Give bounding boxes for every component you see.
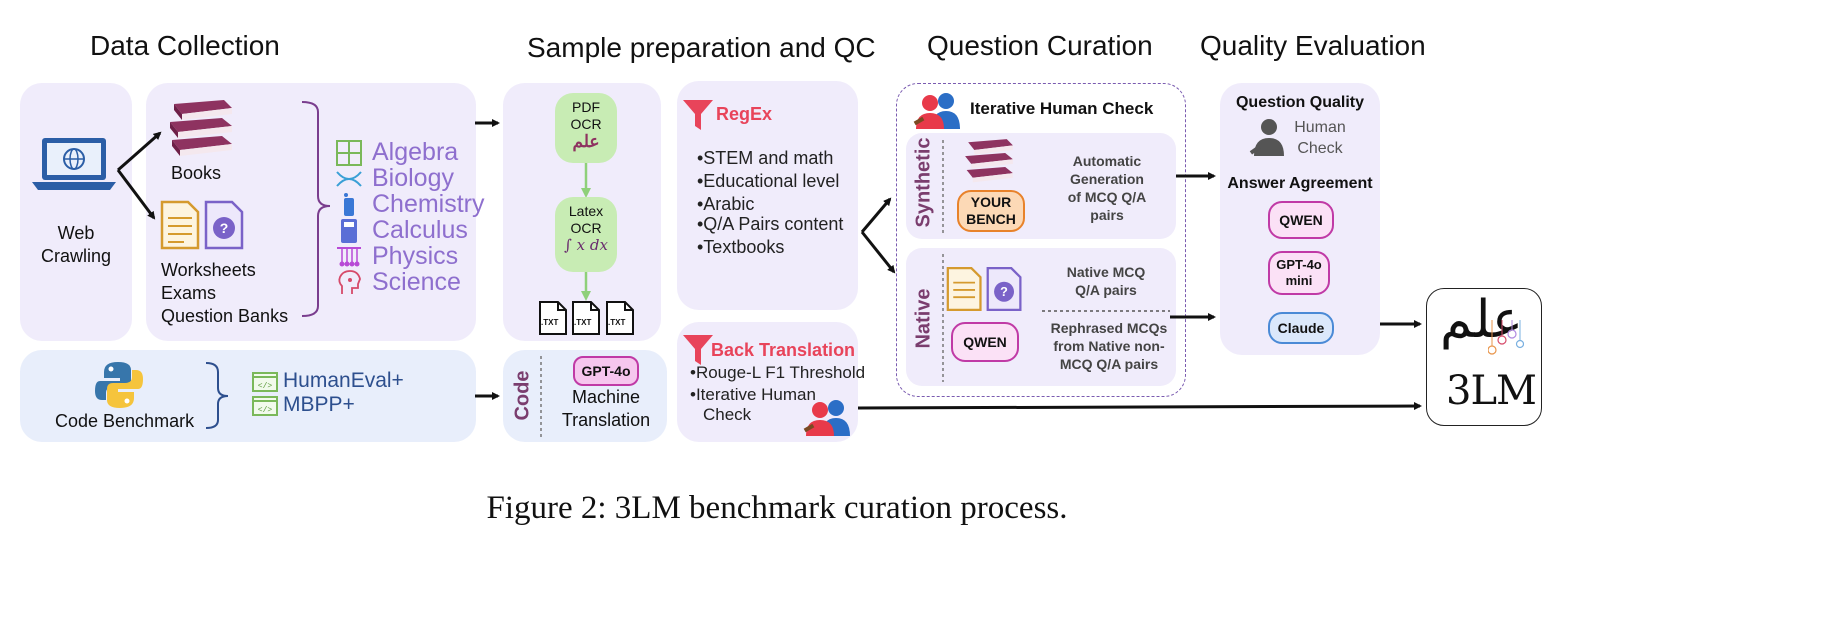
arabic-glyph: علم <box>572 132 600 151</box>
regex-panel <box>677 81 858 310</box>
subject-physics: Physics <box>372 242 459 270</box>
synthetic-vertical-label: Synthetic <box>912 137 935 228</box>
logo-arabic: علم <box>1440 290 1523 350</box>
human-reviewer-icon <box>1249 119 1284 156</box>
native-vertical-label: Native <box>912 288 935 349</box>
subject-algebra: Algebra <box>372 138 459 166</box>
calculator-grid-icon <box>336 140 362 166</box>
human-check-label: Human Check <box>1294 119 1346 157</box>
eval-model-qwen: QWEN <box>1268 201 1334 239</box>
subject-chemistry: Chemistry <box>372 190 485 218</box>
native-mcq-label: Native MCQ Q/A pairs <box>1066 264 1146 298</box>
lightbulb-strings-icon <box>1488 320 1524 355</box>
answer-agreement-label: Answer Agreement <box>1227 175 1373 192</box>
subjects-list: Algebra Biology Chemistry Calculus Physi… <box>336 138 485 298</box>
worksheet-icons: ? <box>160 200 244 250</box>
svg-text:?: ? <box>1000 285 1008 299</box>
question-quality-label: Question Quality <box>1235 94 1364 111</box>
machine-translation-label: Machine Translation <box>561 387 651 430</box>
txt-label: .TXT <box>541 318 559 327</box>
rephrased-mcq-label: Rephrased MCQs from Native non- MCQ Q/A … <box>1050 320 1168 372</box>
qwen-badge: QWEN <box>951 322 1019 362</box>
integral-glyph: ∫ x dx <box>564 236 608 254</box>
figure-caption: Figure 2: 3LM benchmark curation process… <box>486 490 1068 526</box>
code-window-icon: </> <box>252 396 278 416</box>
web-crawling-label: Web Crawling <box>40 223 112 266</box>
code-set-humaneval: HumanEval+ <box>283 369 404 392</box>
back-translation-item: Check <box>703 405 752 424</box>
header-question-curation: Question Curation <box>927 30 1153 61</box>
synthetic-description: Automatic Generation of MCQ Q/A pairs <box>1067 153 1147 223</box>
reviewers-icon <box>803 400 850 436</box>
python-logo-icon <box>95 362 143 408</box>
back-translation-item: •Iterative Human <box>690 385 816 404</box>
txt-file-icon <box>606 301 634 335</box>
subject-calculus: Calculus <box>372 216 468 244</box>
web-crawling-panel <box>20 83 132 341</box>
back-translation-title: Back Translation <box>711 340 856 360</box>
books-label: Books <box>171 163 222 183</box>
header-sample-preparation: Sample preparation and QC <box>527 32 876 63</box>
regex-item: •Q/A Pairs content <box>697 214 844 234</box>
txt-file-icon <box>539 301 567 335</box>
header-data-collection: Data Collection <box>90 30 280 61</box>
txt-label: .TXT <box>574 318 592 327</box>
calculator-icon <box>341 219 357 243</box>
pdf-ocr-node: PDF OCR علم <box>555 93 617 163</box>
books-icon <box>170 100 232 156</box>
txt-label: .TXT <box>608 318 626 327</box>
regex-item: •STEM and math <box>697 148 834 168</box>
your-bench-badge: YOUR BENCH <box>957 190 1025 232</box>
reviewers-icon <box>913 93 960 129</box>
newtons-cradle-icon <box>337 247 361 267</box>
subject-biology: Biology <box>372 164 454 192</box>
code-vertical-label: Code <box>511 370 534 421</box>
svg-text:</>: </> <box>258 406 273 415</box>
head-atom-icon <box>338 270 361 294</box>
logo-frame <box>1426 288 1542 426</box>
dna-icon <box>336 171 362 187</box>
logo-3lm: 3LM <box>1446 368 1537 414</box>
laptop-icon <box>32 138 116 190</box>
filter-icon <box>683 335 713 365</box>
code-set-mbpp: MBPP+ <box>283 393 355 416</box>
flask-icon <box>344 193 354 216</box>
worksheets-label: Worksheets Exams Question Banks <box>161 260 289 326</box>
gpt4o-badge: GPT-4o <box>573 356 639 386</box>
header-quality-evaluation: Quality Evaluation <box>1200 30 1426 61</box>
svg-text:?: ? <box>220 220 229 236</box>
latex-ocr-node: Latex OCR ∫ x dx <box>555 197 617 272</box>
regex-item: •Arabic <box>697 194 755 214</box>
worksheet-icons: ? <box>946 267 1022 311</box>
filter-icon <box>683 100 713 130</box>
subject-science: Science <box>372 268 461 296</box>
eval-model-claude: Claude <box>1268 312 1334 344</box>
regex-title: RegEx <box>716 104 773 124</box>
back-translation-item: •Rouge-L F1 Threshold <box>690 363 866 382</box>
regex-item: •Educational level <box>697 171 840 191</box>
synthetic-panel <box>906 133 1176 239</box>
code-window-icon: </> <box>252 372 278 392</box>
iterative-human-check-title: Iterative Human Check <box>970 99 1154 118</box>
svg-text:</>: </> <box>258 382 273 391</box>
txt-file-icon <box>572 301 600 335</box>
eval-model-gpt4o-mini: GPT-4o mini <box>1268 251 1330 295</box>
code-benchmark-label: Code Benchmark <box>55 411 195 431</box>
books-icon <box>965 139 1013 183</box>
regex-item: •Textbooks <box>697 237 785 257</box>
